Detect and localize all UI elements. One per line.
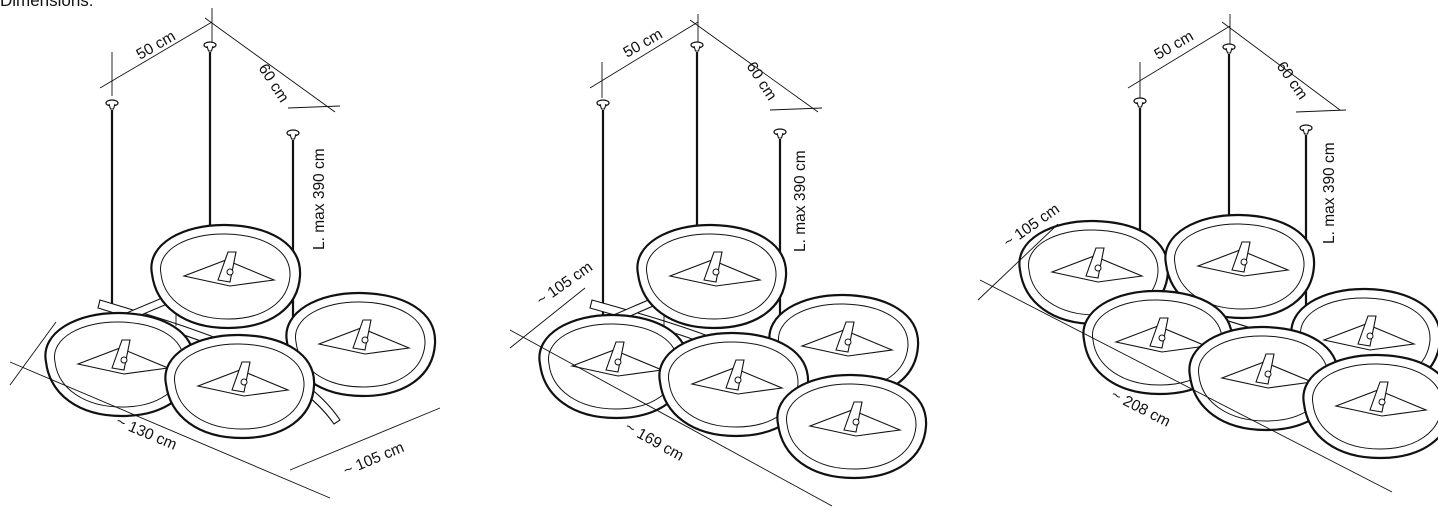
v2-width-label: ~ 105 cm: [534, 259, 596, 310]
variant-three-shades: [9, 8, 441, 499]
v1-cable-label: L. max 390 cm: [311, 148, 328, 250]
v2-cable-label: L. max 390 cm: [792, 150, 809, 252]
v2-length-label: ~ 169 cm: [622, 419, 686, 465]
v1-spacing-a-label: 50 cm: [134, 28, 179, 64]
variant-five-shades: [977, 14, 1438, 493]
v2-spacing-b-label: 60 cm: [743, 59, 780, 104]
page-title: Dimensions:: [0, 0, 94, 10]
v3-spacing-a-label: 50 cm: [1152, 28, 1197, 64]
variant-four-shades: [509, 14, 928, 507]
v1-spacing-b-label: 60 cm: [255, 61, 292, 106]
v3-cable-label: L. max 390 cm: [1321, 142, 1338, 244]
v1-length-label: ~ 130 cm: [113, 413, 179, 454]
v3-spacing-b-label: 60 cm: [1273, 59, 1311, 103]
